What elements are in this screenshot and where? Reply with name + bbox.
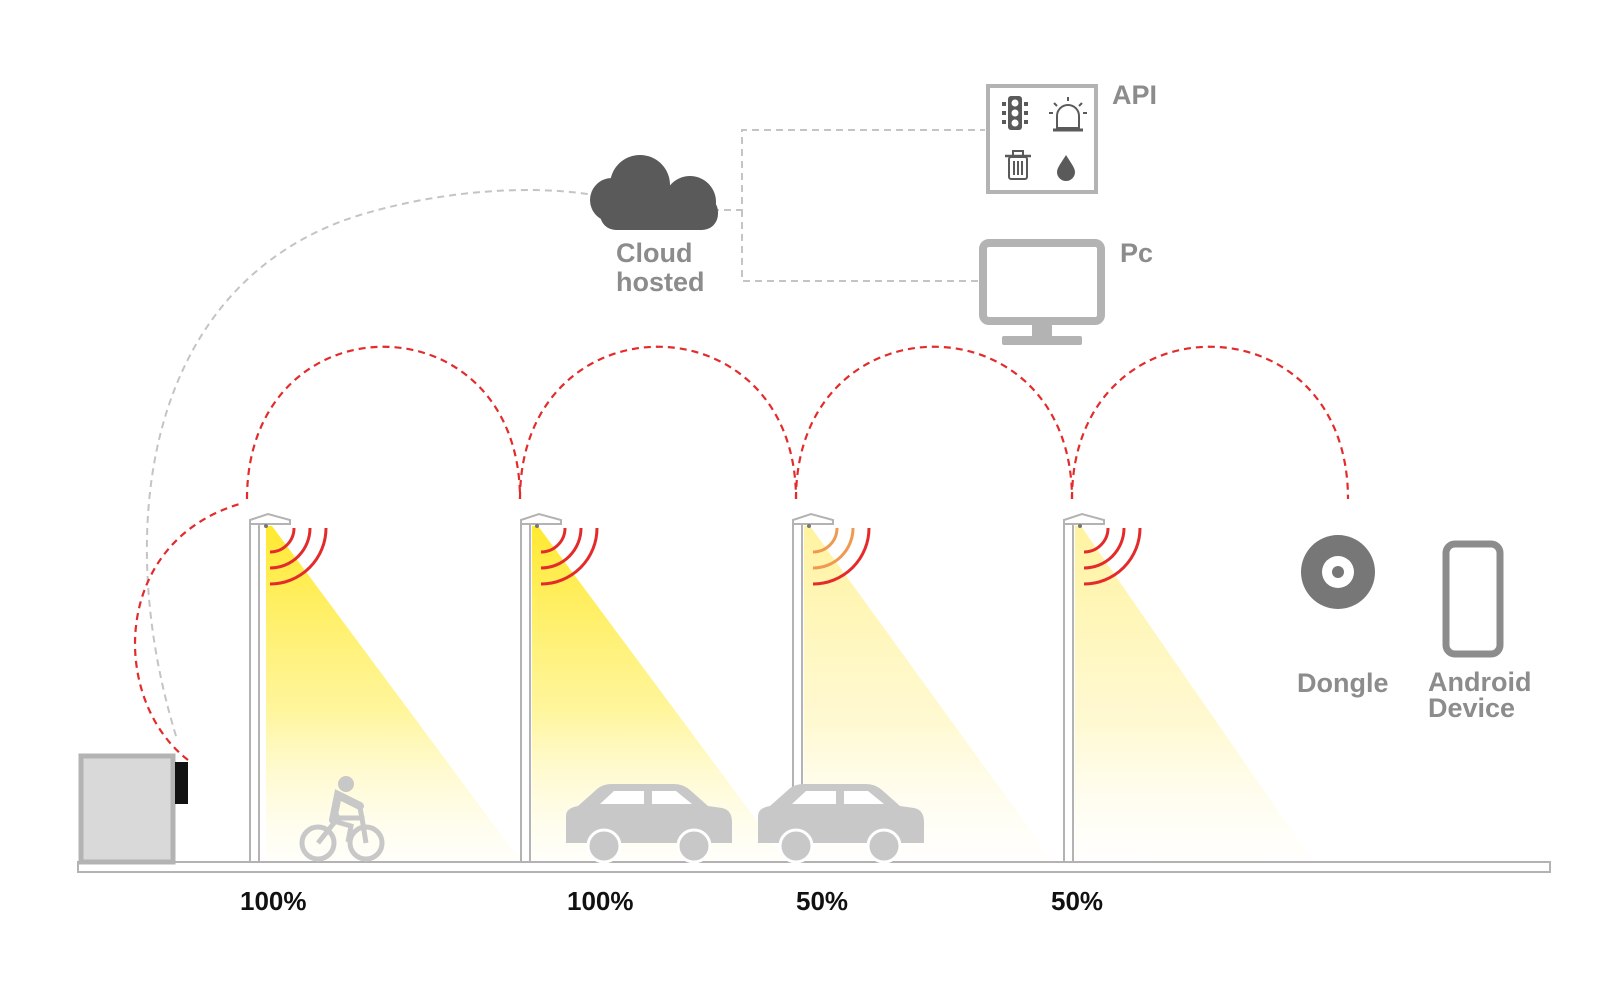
cloud-label-line1: Cloud <box>616 238 692 268</box>
pole1-to-pole2-link <box>245 345 522 500</box>
pole-1-percent: 100% <box>240 886 307 916</box>
light-beam-2 <box>532 526 786 860</box>
api-label: API <box>1112 80 1157 110</box>
cloud-links <box>145 129 985 737</box>
water-drop-icon <box>1057 155 1075 181</box>
pole-4-percent: 50% <box>1051 886 1103 916</box>
cloud-icon <box>590 155 718 230</box>
light-beam-4 <box>1075 526 1312 860</box>
signal-arcs-3 <box>812 527 871 586</box>
light-beam-1 <box>266 526 520 860</box>
pole2-to-pole3-link <box>518 345 798 500</box>
trash-bin-icon <box>1005 150 1031 180</box>
gateway-to-cloud-link <box>145 189 601 737</box>
traffic-light-icon <box>1002 96 1028 130</box>
road <box>77 861 1551 873</box>
cloud-to-api-link <box>712 129 985 211</box>
pc-monitor-icon <box>979 239 1105 345</box>
street-lamp-4 <box>1063 512 1105 863</box>
pole-2-percent: 100% <box>567 886 634 916</box>
signal-arcs-2 <box>540 527 599 586</box>
siren-icon <box>1049 97 1087 132</box>
signal-arcs-1 <box>269 527 328 586</box>
light-beam-3 <box>804 526 1052 860</box>
pole3-to-pole4-link <box>794 345 1074 500</box>
mesh-links <box>133 345 1350 761</box>
android-label-line2: Device <box>1428 693 1515 723</box>
signal-arcs-4 <box>1083 527 1142 586</box>
gateway-cabinet <box>78 753 188 865</box>
light-beams <box>266 526 1312 860</box>
car-icon-2 <box>758 784 924 864</box>
pole-3-percent: 50% <box>796 886 848 916</box>
cyclist-icon <box>299 776 385 862</box>
cloud-label-line2: hosted <box>616 267 705 297</box>
car-icon-1 <box>566 784 732 864</box>
pc-label: Pc <box>1120 238 1153 268</box>
gateway-to-pole1-link <box>133 501 244 761</box>
pole4-to-dongle-link <box>1070 345 1350 500</box>
street-lamp-1 <box>249 512 291 863</box>
android-device-icon <box>1442 540 1504 658</box>
android-label-line1: Android <box>1428 667 1531 697</box>
dongle-label: Dongle <box>1297 668 1389 698</box>
api-panel <box>986 84 1098 194</box>
street-lamp-2 <box>520 512 562 863</box>
cloud-to-pc-link <box>741 210 980 282</box>
dongle-icon <box>1301 535 1375 609</box>
